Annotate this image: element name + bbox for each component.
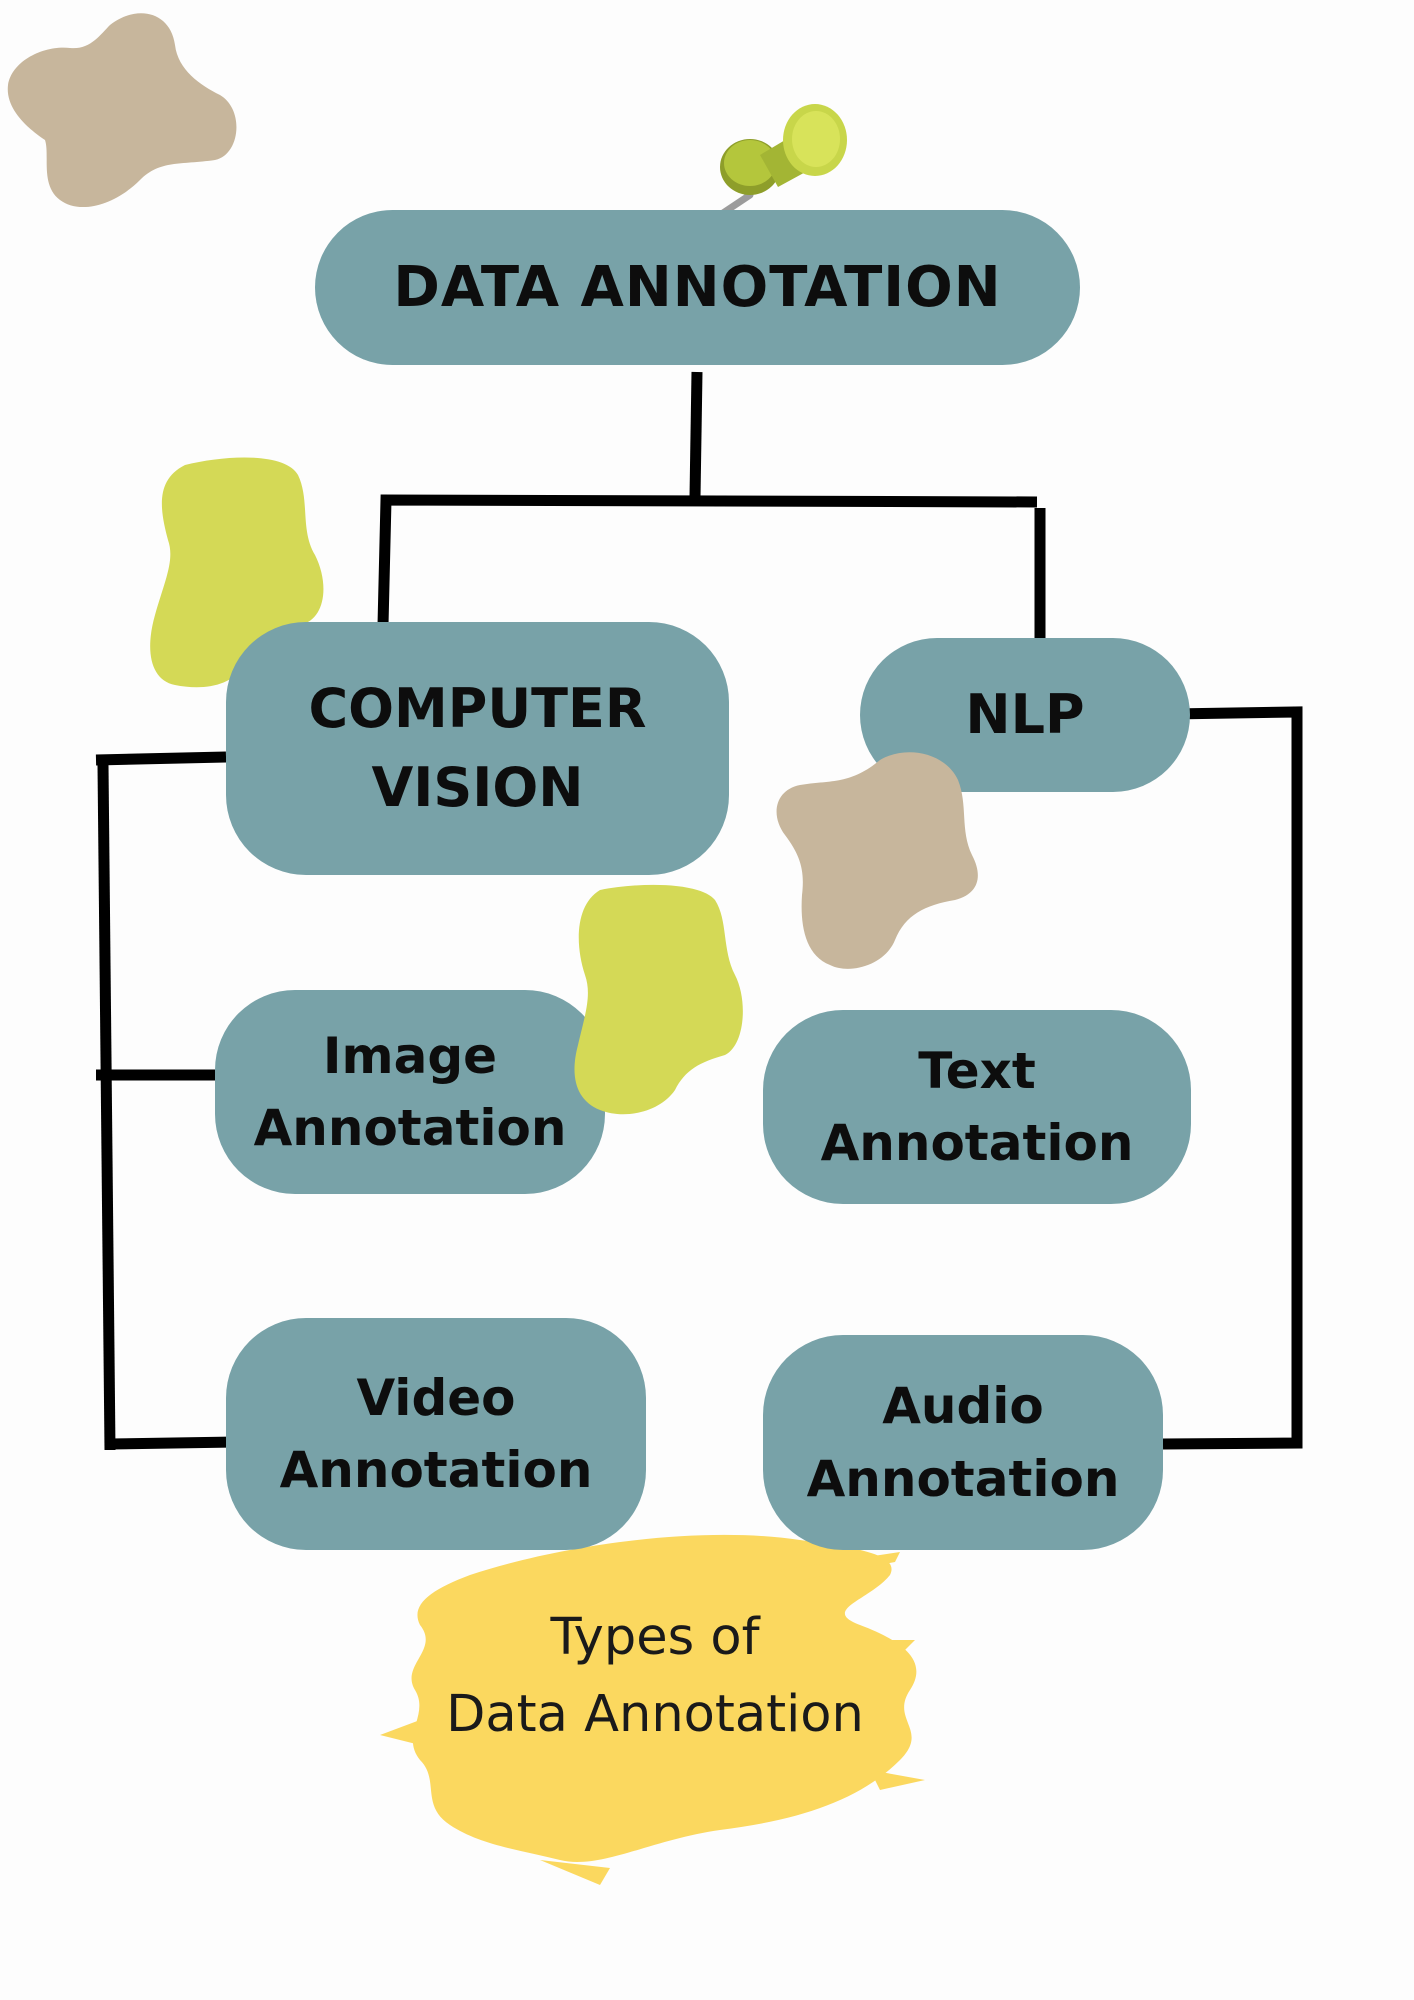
image-annotation-line1: Image — [322, 1026, 498, 1085]
data-annotation-label: DATA ANNOTATION — [393, 254, 1002, 320]
text-annotation-node: Text Annotation — [763, 1010, 1191, 1204]
video-annotation-node: Video Annotation — [226, 1318, 646, 1550]
audio-annotation-line2: Annotation — [806, 1449, 1120, 1508]
tan-blob-top-left — [7, 13, 237, 208]
nlp-node: NLP — [860, 638, 1190, 792]
diagram-caption: Types of Data Annotation — [400, 1600, 910, 1753]
image-annotation-node: Image Annotation — [215, 990, 605, 1194]
image-annotation-line2: Annotation — [253, 1099, 567, 1157]
text-annotation-line2: Annotation — [820, 1114, 1134, 1172]
green-blob-left — [150, 457, 324, 688]
caption-line2: Data Annotation — [446, 1684, 864, 1744]
pushpin-icon — [701, 104, 847, 229]
video-annotation-line1: Video — [356, 1368, 516, 1427]
caption-line1: Types of — [550, 1608, 760, 1667]
connector-lines — [95, 371, 1303, 1451]
computer-vision-label-line2: VISION — [371, 755, 584, 819]
audio-annotation-line1: Audio — [882, 1377, 1044, 1435]
computer-vision-node: COMPUTER VISION — [226, 622, 729, 875]
data-annotation-node: DATA ANNOTATION — [315, 210, 1080, 365]
computer-vision-label-line1: COMPUTER — [308, 677, 647, 741]
video-annotation-line2: Annotation — [279, 1441, 593, 1499]
nlp-label: NLP — [965, 682, 1085, 746]
yellow-brush-stroke — [380, 1534, 925, 1885]
text-annotation-line1: Text — [918, 1041, 1036, 1100]
audio-annotation-node: Audio Annotation — [763, 1335, 1163, 1550]
